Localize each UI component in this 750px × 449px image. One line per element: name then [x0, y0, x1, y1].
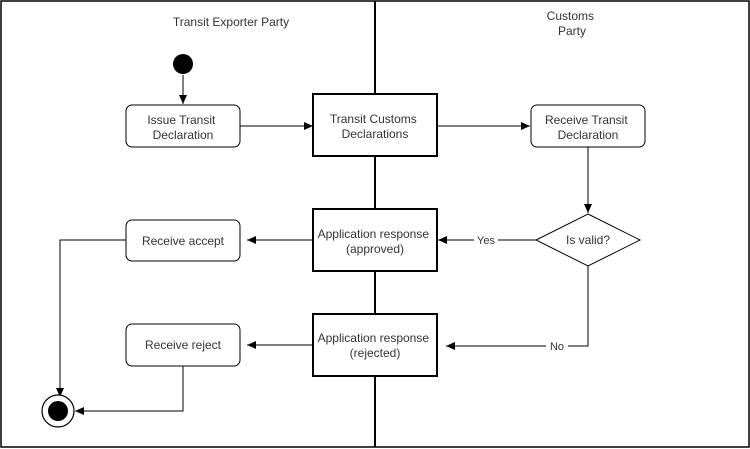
edge-accept-to-end: [56, 239, 126, 397]
svg-text:Receive reject: Receive reject: [145, 338, 222, 352]
edge-decision-no: [446, 266, 589, 350]
edge-label-yes: Yes: [477, 235, 495, 247]
svg-text:Application response (ap: Application response (approved): [318, 227, 433, 256]
node-application-response-approved: Application response (approved): [312, 208, 438, 272]
lane-header-exporter: Transit Exporter Party: [173, 15, 289, 29]
edge-label-no: No: [550, 341, 564, 353]
start-node: [173, 54, 193, 74]
node-receive-accept: Receive accept: [125, 219, 241, 262]
node-application-response-rejected: Application response (rejected): [312, 313, 438, 377]
svg-text:Application response (re: Application response (rejected): [318, 331, 433, 360]
svg-text:Receive Transit Declarat: Receive Transit Declaration: [545, 113, 631, 142]
node-transit-customs-declarations: Transit Customs Declarations: [312, 93, 438, 157]
end-node-inner: [48, 401, 68, 421]
lane-header-customs: Customs Party: [547, 9, 598, 38]
svg-text:Is valid?: Is valid?: [566, 233, 610, 247]
svg-text:Transit Customs Declarat: Transit Customs Declarations: [330, 112, 420, 141]
node-issue-transit-declaration: Issue Transit Declaration: [125, 104, 241, 148]
node-receive-transit-declaration: Receive Transit Declaration: [530, 104, 646, 148]
edge-reject-to-end: [75, 366, 184, 415]
edges: [56, 75, 592, 415]
svg-text:Issue Transit Declaratio: Issue Transit Declaration: [147, 113, 218, 142]
node-receive-reject: Receive reject: [125, 323, 241, 367]
svg-text:Receive accept: Receive accept: [142, 234, 225, 248]
decision-is-valid: Is valid?: [534, 213, 642, 267]
